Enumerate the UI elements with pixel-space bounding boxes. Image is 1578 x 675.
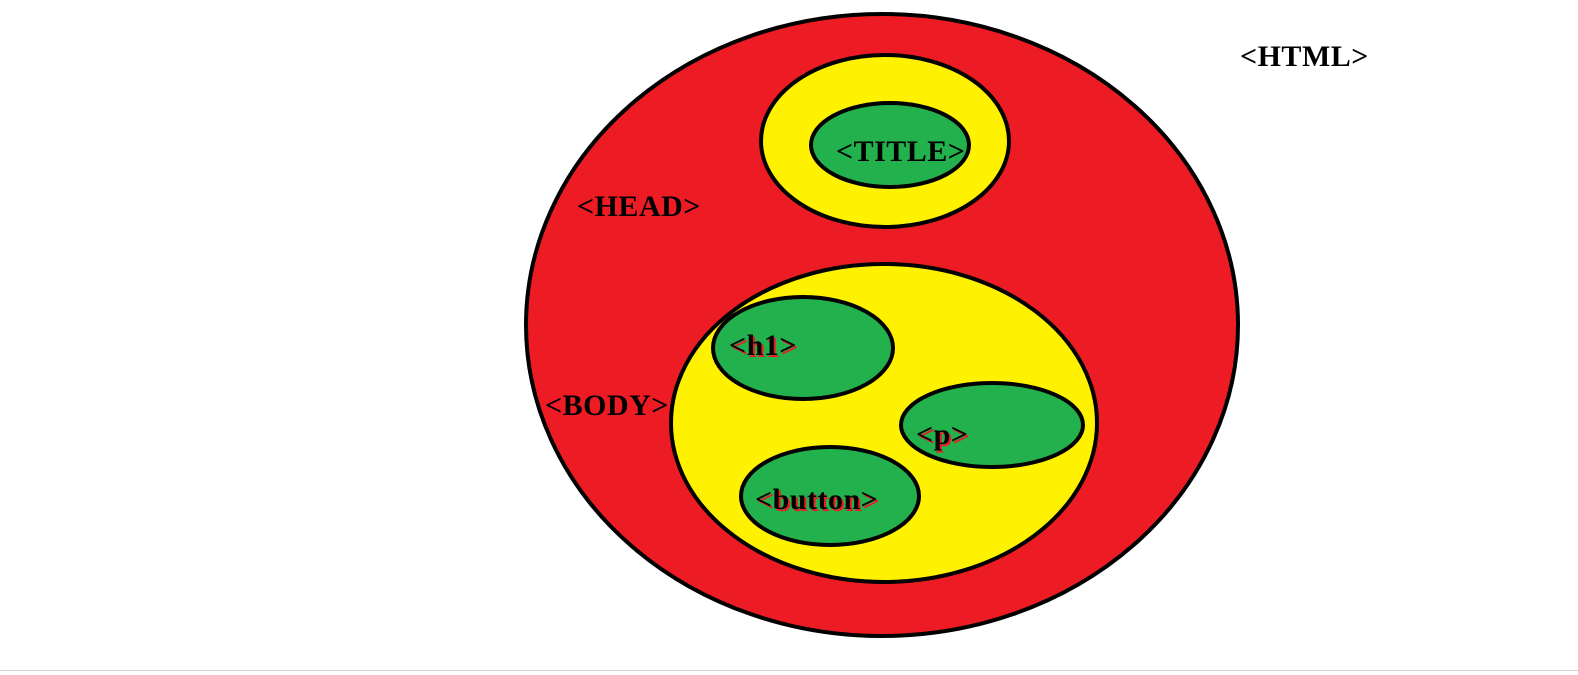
button-element [739, 445, 921, 547]
button-label: <button> [755, 483, 878, 516]
h1-label-shadow: <h1> [731, 331, 799, 364]
p-label-shadow: <p> [918, 420, 970, 453]
h1-element [711, 295, 895, 401]
p-element [899, 381, 1085, 469]
title-element [809, 101, 971, 189]
body-label: <BODY> [545, 389, 669, 422]
html-label: <HTML> [1240, 40, 1369, 73]
p-label: <p> [916, 418, 968, 451]
canvas-bottom-edge [0, 670, 1578, 671]
title-label: <TITLE> [836, 135, 965, 168]
head-label: <HEAD> [577, 190, 701, 223]
h1-label: <h1> [729, 329, 797, 362]
button-label-shadow: <button> [757, 485, 880, 518]
